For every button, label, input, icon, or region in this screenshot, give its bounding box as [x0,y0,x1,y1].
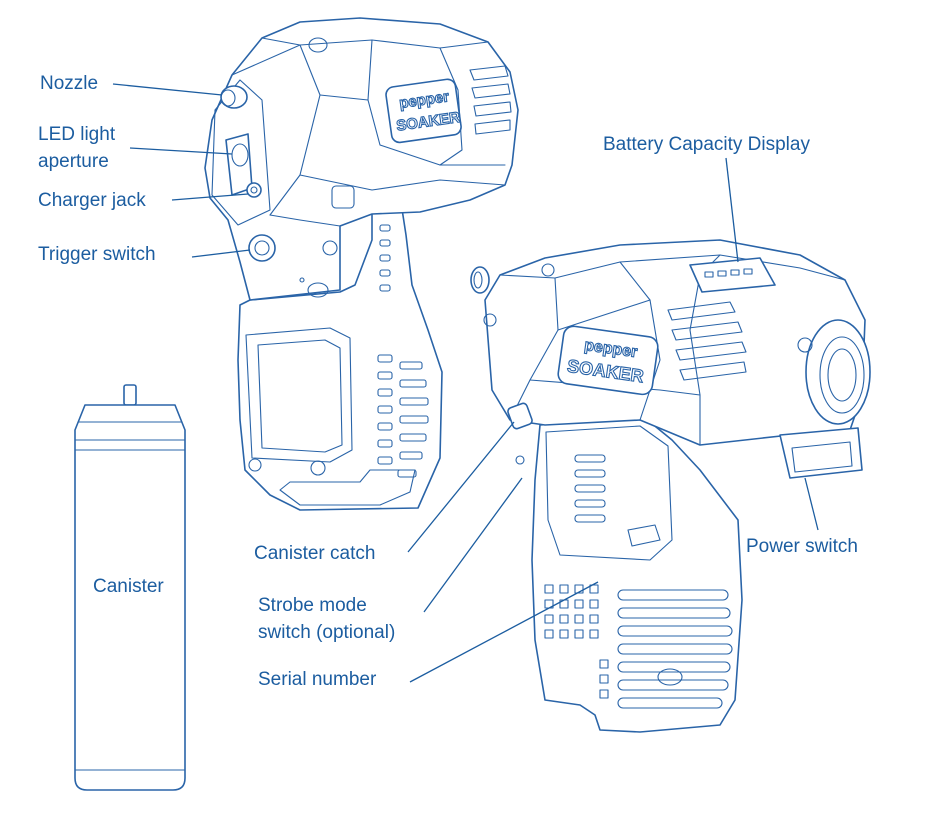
callout-serial-number: Serial number [258,581,599,690]
canister-drawing: Canister [74,384,186,791]
leader-battery-display [725,157,739,263]
leader-nozzle [112,83,223,96]
callout-power-switch: Power switch [746,477,858,557]
power-switch-part [779,427,863,479]
battery-display-part [689,257,776,293]
logo-badge-side: pepper SOAKER [385,78,462,144]
label-led-line2: aperture [38,151,109,172]
trigger-switch-part [248,234,276,262]
label-canister-catch: Canister catch [254,543,375,564]
leader-led [129,147,233,155]
label-strobe-line1: Strobe mode [258,595,367,616]
callout-trigger-switch: Trigger switch [38,244,251,265]
label-power-switch: Power switch [746,536,858,557]
leader-strobe-switch [423,477,523,613]
callout-strobe-switch: Strobe mode switch (optional) [258,477,523,643]
leader-serial-number [409,581,599,683]
callout-led-aperture: LED light aperture [38,124,233,172]
label-charger-jack: Charger jack [38,190,146,211]
label-strobe-line2: switch (optional) [258,622,395,643]
leader-trigger-switch [191,249,251,258]
label-led-line1: LED light [38,124,116,145]
label-battery-display: Battery Capacity Display [603,134,810,155]
leader-power-switch [804,477,819,531]
label-trigger-switch: Trigger switch [38,244,156,265]
callout-canister-catch: Canister catch [254,421,515,564]
label-canister: Canister [93,576,164,597]
charger-jack-part [246,182,262,198]
device-side-view: pepper SOAKER [204,17,519,511]
callout-battery-display: Battery Capacity Display [603,134,810,263]
callout-nozzle: Nozzle [40,73,223,96]
label-nozzle: Nozzle [40,73,98,94]
device-angled-view: pepper SOAKER [470,239,871,733]
leader-canister-catch [407,421,515,553]
label-serial-number: Serial number [258,669,377,690]
callout-charger-jack: Charger jack [38,190,249,211]
leader-charger-jack [171,193,249,201]
logo-badge-angled: pepper SOAKER [557,325,659,396]
nozzle-part [220,85,248,109]
